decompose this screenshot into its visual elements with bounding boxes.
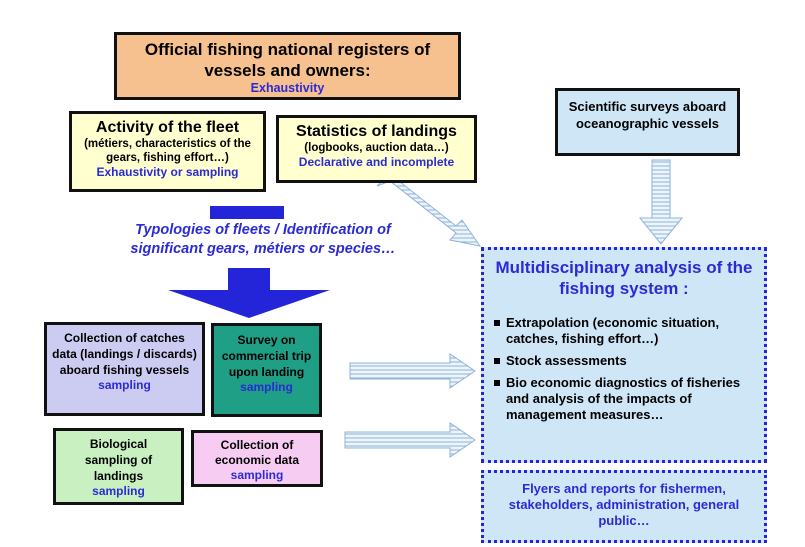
analysis-box: Multidisciplinary analysis of the fishin… [481, 247, 767, 463]
trip-box: Survey on commercial trip upon landing s… [211, 323, 322, 417]
surveys-title: Scientific surveys aboard oceanographic … [568, 99, 727, 131]
economic-to-analysis-arrow [344, 422, 476, 458]
economic-box: Collection of economic data sampling [191, 430, 323, 487]
landings-detail: (logbooks, auction data…) [304, 142, 449, 154]
catches-box: Collection of catches data (landings / d… [44, 322, 205, 416]
economic-title: Collection of economic data [214, 438, 300, 467]
analysis-item: Stock assessments [492, 353, 756, 369]
registers-title: Official fishing national registers of v… [144, 40, 431, 80]
flyers-box: Flyers and reports for fishermen, stakeh… [481, 470, 767, 543]
economic-sub: sampling [230, 468, 284, 482]
typologies-text: Typologies of fleets / Identification of… [130, 222, 396, 257]
surveys-box: Scientific surveys aboard oceanographic … [555, 88, 740, 156]
analysis-item: Extrapolation (economic situation, catch… [492, 315, 756, 347]
activity-detail: (métiers, characteristics of the gears, … [84, 138, 251, 164]
trip-to-analysis-arrow [349, 353, 476, 389]
biological-box: Biological sampling of landings sampling [53, 428, 184, 505]
activity-box: Activity of the fleet (métiers, characte… [69, 111, 266, 192]
activity-sub: Exhaustivity or sampling [96, 165, 239, 179]
biological-sub: sampling [92, 484, 145, 498]
registers-sub: Exhaustivity [250, 81, 325, 95]
trip-title: Survey on commercial trip upon landing [221, 333, 312, 379]
biological-title: Biological sampling of landings [84, 437, 153, 483]
activity-title: Activity of the fleet [95, 119, 240, 136]
trip-sub: sampling [240, 380, 293, 394]
flyers-text: Flyers and reports for fishermen, stakeh… [508, 481, 740, 528]
registers-box: Official fishing national registers of v… [114, 32, 461, 100]
landings-title: Statistics of landings [296, 123, 457, 140]
landings-to-analysis-arrow [376, 173, 482, 247]
analysis-title: Multidisciplinary analysis of the fishin… [495, 258, 753, 298]
analysis-list: Extrapolation (economic situation, catch… [492, 315, 756, 423]
landings-sub: Declarative and incomplete [298, 155, 455, 169]
solid-down-arrow [168, 206, 330, 318]
surveys-to-analysis-arrow [638, 159, 684, 245]
catches-title: Collection of catches data (landings / d… [52, 331, 197, 377]
landings-box: Statistics of landings (logbooks, auctio… [276, 115, 477, 183]
analysis-item: Bio economic diagnostics of fisheries an… [492, 375, 756, 423]
catches-sub: sampling [98, 378, 151, 392]
